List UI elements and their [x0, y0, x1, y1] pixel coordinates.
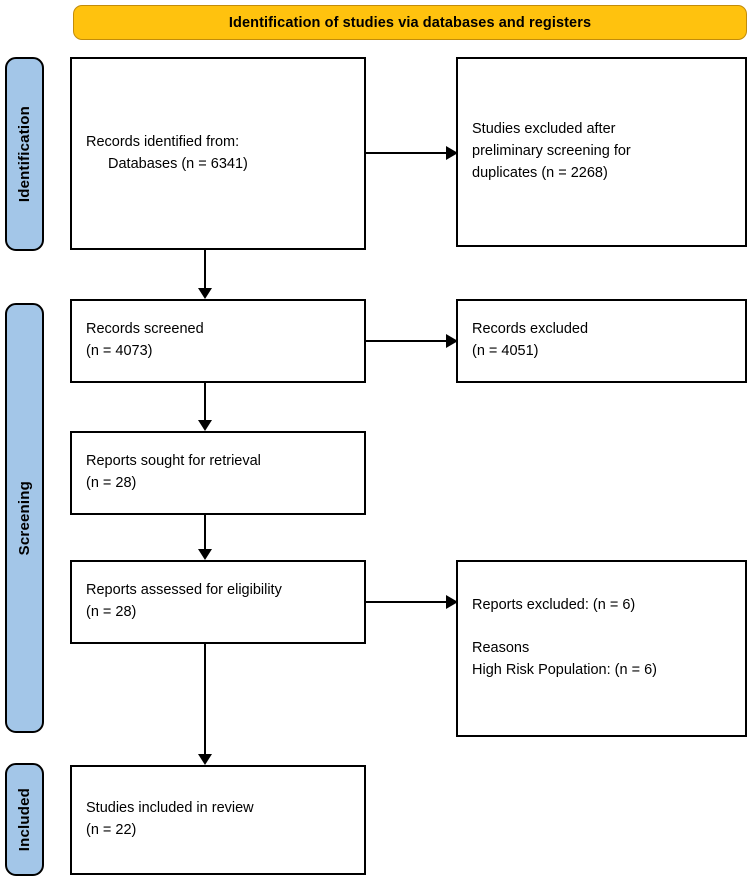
stage-label-included: Included — [5, 763, 44, 876]
box-records-screened-line-1: Records screened — [86, 321, 204, 338]
box-reports-sought-line-2: (n = 28) — [86, 475, 137, 491]
box-reports-assessed-line-1: Reports assessed for eligibility — [86, 582, 282, 599]
arrow-identified-to-duplicates — [366, 143, 458, 163]
box-records-screened: Records screened (n = 4073) — [70, 299, 366, 383]
box-reports-assessed: Reports assessed for eligibility (n = 28… — [70, 560, 366, 644]
arrow-sought-to-assessed — [195, 515, 215, 560]
stage-label-identification-text: Identification — [16, 105, 33, 203]
box-reports-excluded-line-3: High Risk Population: (n = 6) — [472, 661, 657, 678]
box-reports-assessed-line-2: (n = 28) — [86, 604, 137, 620]
box-records-identified-line-1: Records identified from: — [86, 133, 240, 150]
box-records-excluded: Records excluded (n = 4051) — [456, 299, 747, 383]
box-studies-excluded-duplicates-line-3: duplicates (n = 2268) — [472, 164, 608, 181]
box-reports-excluded: Reports excluded: (n = 6) Reasons High R… — [456, 560, 747, 737]
stage-label-screening-text: Screening — [16, 480, 33, 556]
arrow-screened-to-sought — [195, 383, 215, 431]
box-reports-sought: Reports sought for retrieval (n = 28) — [70, 431, 366, 515]
arrow-assessed-to-reports-excluded — [366, 592, 458, 612]
box-studies-excluded-duplicates: Studies excluded after preliminary scree… — [456, 57, 747, 247]
arrow-assessed-to-included — [195, 644, 215, 765]
box-studies-included: Studies included in review (n = 22) — [70, 765, 366, 875]
stage-label-included-text: Included — [16, 787, 33, 852]
box-studies-excluded-duplicates-line-1: Studies excluded after — [472, 121, 616, 138]
box-studies-included-line-2: (n = 22) — [86, 822, 137, 838]
stage-label-screening: Screening — [5, 303, 44, 733]
box-reports-excluded-spacer — [472, 617, 731, 638]
box-studies-excluded-duplicates-line-2: preliminary screening for — [472, 143, 631, 160]
box-reports-excluded-line-2: Reasons — [472, 639, 530, 656]
stage-label-identification: Identification — [5, 57, 44, 251]
box-reports-excluded-line-1: Reports excluded: (n = 6) — [472, 597, 636, 613]
phase-banner-identification: Identification of studies via databases … — [73, 5, 747, 40]
box-reports-sought-line-1: Reports sought for retrieval — [86, 453, 261, 470]
arrow-identified-to-screened — [195, 250, 215, 299]
box-records-screened-line-2: (n = 4073) — [86, 343, 153, 359]
box-records-excluded-line-1: Records excluded — [472, 321, 589, 338]
box-studies-included-line-1: Studies included in review — [86, 800, 254, 817]
box-records-identified-line-2: Databases (n = 6341) — [108, 155, 248, 172]
box-records-identified: Records identified from: Databases (n = … — [70, 57, 366, 250]
box-records-excluded-line-2: (n = 4051) — [472, 343, 539, 359]
arrow-screened-to-excluded — [366, 331, 458, 351]
